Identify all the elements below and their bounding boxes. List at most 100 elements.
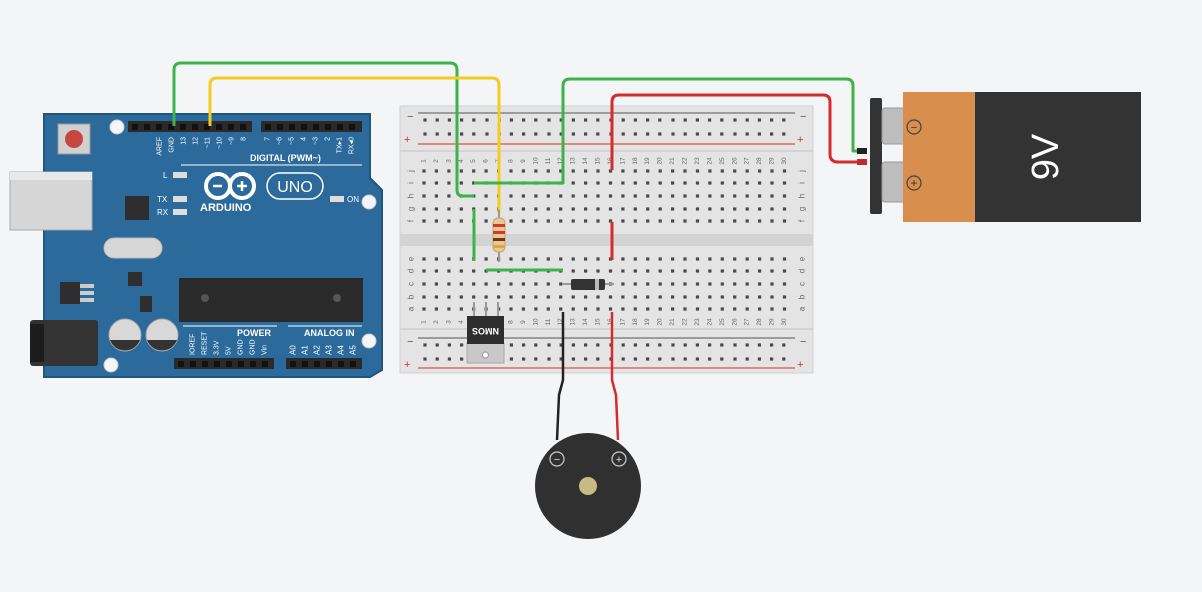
breadboard-hole[interactable] (472, 181, 476, 185)
header-pin-hole[interactable] (314, 361, 320, 367)
header-pin-hole[interactable] (262, 361, 268, 367)
rail-hole[interactable] (621, 118, 625, 122)
rail-hole[interactable] (447, 118, 451, 122)
breadboard-hole[interactable] (434, 169, 438, 173)
rail-hole[interactable] (534, 132, 538, 136)
rail-hole[interactable] (646, 118, 650, 122)
breadboard-hole[interactable] (559, 169, 563, 173)
breadboard-hole[interactable] (745, 207, 749, 211)
breadboard-hole[interactable] (671, 257, 675, 261)
breadboard-hole[interactable] (596, 307, 600, 311)
breadboard-hole[interactable] (671, 207, 675, 211)
breadboard-hole[interactable] (708, 219, 712, 223)
breadboard-hole[interactable] (683, 169, 687, 173)
breadboard-hole[interactable] (708, 181, 712, 185)
breadboard-hole[interactable] (472, 282, 476, 286)
rail-hole[interactable] (757, 357, 761, 361)
breadboard-hole[interactable] (621, 269, 625, 273)
breadboard-hole[interactable] (608, 181, 613, 185)
wire-green-gnd[interactable] (172, 61, 474, 198)
breadboard-hole[interactable] (683, 194, 687, 198)
rail-hole[interactable] (435, 132, 439, 136)
breadboard-hole[interactable] (733, 169, 737, 173)
breadboard-hole[interactable] (658, 295, 662, 299)
breadboard-hole[interactable] (571, 257, 575, 261)
header-pin-hole[interactable] (216, 124, 222, 130)
breadboard-hole[interactable] (584, 194, 588, 198)
rail-hole[interactable] (695, 118, 699, 122)
header-pin-hole[interactable] (265, 124, 271, 130)
breadboard-hole[interactable] (546, 194, 550, 198)
breadboard-hole[interactable] (422, 207, 426, 211)
rail-hole[interactable] (733, 357, 737, 361)
header-pin-hole[interactable] (238, 361, 244, 367)
breadboard-hole[interactable] (671, 295, 675, 299)
breadboard-hole[interactable] (745, 194, 749, 198)
breadboard-hole[interactable] (733, 219, 737, 223)
breadboard-hole[interactable] (646, 307, 650, 311)
breadboard-hole[interactable] (484, 295, 488, 299)
breadboard-hole[interactable] (434, 295, 438, 299)
breadboard-hole[interactable] (633, 219, 637, 223)
breadboard-hole[interactable] (521, 307, 525, 311)
rail-hole[interactable] (683, 118, 687, 122)
breadboard-hole[interactable] (770, 194, 774, 198)
breadboard-hole[interactable] (596, 194, 600, 198)
header-pin-hole[interactable] (168, 124, 174, 130)
rail-hole[interactable] (646, 132, 650, 136)
breadboard-hole[interactable] (584, 307, 588, 311)
breadboard-hole[interactable] (720, 282, 724, 286)
breadboard-hole[interactable] (608, 219, 613, 223)
breadboard-hole[interactable] (782, 219, 787, 223)
breadboard-hole[interactable] (633, 207, 637, 211)
rail-hole[interactable] (509, 118, 513, 122)
breadboard-hole[interactable] (733, 257, 737, 261)
wire-black-buzzer[interactable] (555, 312, 565, 441)
rail-hole[interactable] (534, 343, 538, 347)
breadboard-hole[interactable] (459, 169, 463, 173)
rail-hole[interactable] (720, 132, 724, 136)
breadboard-hole[interactable] (683, 295, 687, 299)
breadboard-hole[interactable] (559, 257, 563, 261)
rail-hole[interactable] (733, 118, 737, 122)
rail-hole[interactable] (596, 343, 600, 347)
breadboard-hole[interactable] (658, 219, 662, 223)
breadboard-hole[interactable] (671, 169, 675, 173)
breadboard-hole[interactable] (509, 307, 513, 311)
breadboard-hole[interactable] (521, 282, 525, 286)
header-pin-hole[interactable] (313, 124, 319, 130)
breadboard-hole[interactable] (745, 219, 749, 223)
breadboard-hole[interactable] (770, 307, 774, 311)
header-pin-hole[interactable] (349, 124, 355, 130)
breadboard-hole[interactable] (447, 207, 451, 211)
rail-hole[interactable] (596, 118, 600, 122)
rail-hole[interactable] (423, 118, 427, 122)
breadboard-hole[interactable] (733, 295, 737, 299)
rail-hole[interactable] (485, 132, 489, 136)
rail-hole[interactable] (559, 132, 563, 136)
breadboard-hole[interactable] (546, 257, 550, 261)
wire-green-battery-minus[interactable] (474, 77, 862, 185)
rail-hole[interactable] (534, 357, 538, 361)
rail-hole[interactable] (559, 343, 563, 347)
breadboard-hole[interactable] (708, 194, 712, 198)
rail-hole[interactable] (621, 132, 625, 136)
breadboard-hole[interactable] (683, 181, 687, 185)
breadboard-hole[interactable] (459, 207, 463, 211)
breadboard-hole[interactable] (546, 169, 550, 173)
rail-hole[interactable] (547, 343, 551, 347)
breadboard-hole[interactable] (720, 207, 724, 211)
breadboard-hole[interactable] (459, 219, 463, 223)
breadboard-hole[interactable] (671, 194, 675, 198)
header-pin-hole[interactable] (202, 361, 208, 367)
breadboard-hole[interactable] (720, 219, 724, 223)
breadboard-hole[interactable] (546, 207, 550, 211)
breadboard-hole[interactable] (546, 219, 550, 223)
breadboard-hole[interactable] (459, 257, 463, 261)
breadboard-hole[interactable] (559, 307, 563, 311)
rail-hole[interactable] (435, 357, 439, 361)
rail-hole[interactable] (683, 357, 687, 361)
breadboard-hole[interactable] (758, 295, 762, 299)
breadboard-hole[interactable] (621, 295, 625, 299)
breadboard-hole[interactable] (758, 307, 762, 311)
